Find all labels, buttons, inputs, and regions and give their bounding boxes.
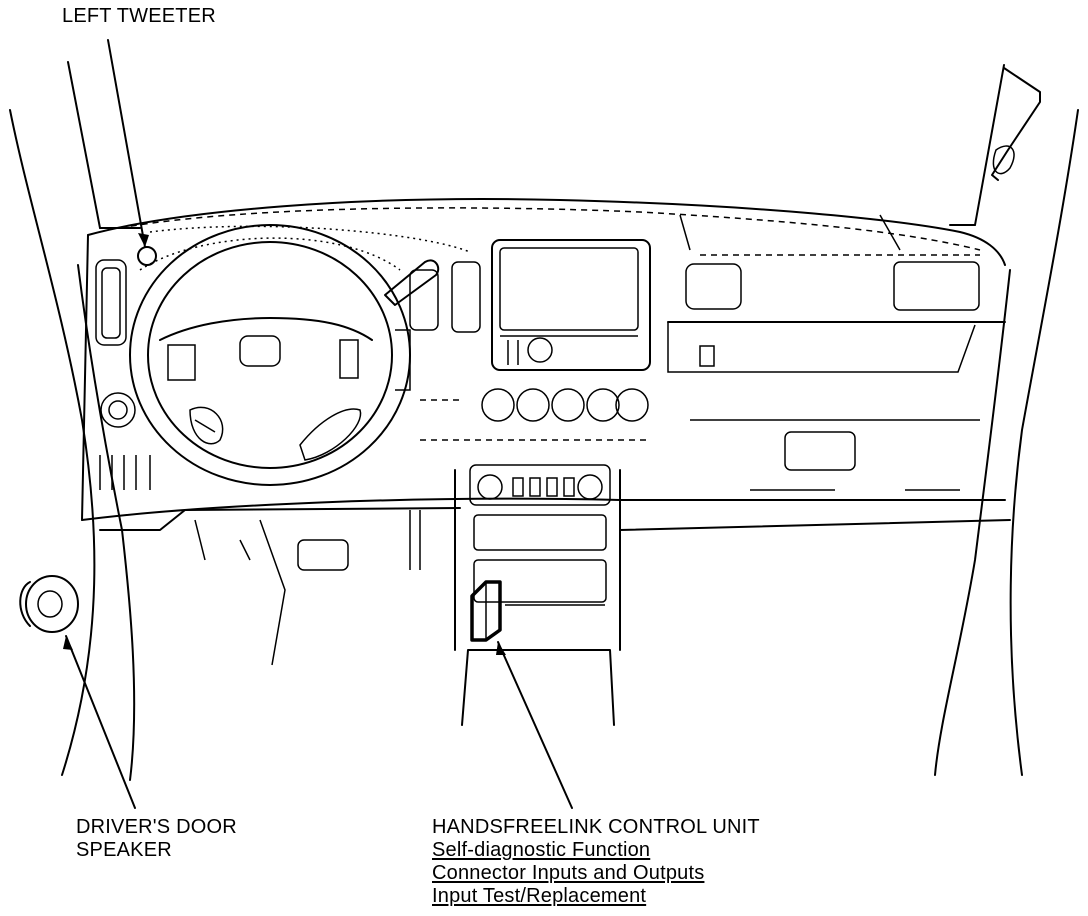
right-dash-vents	[685, 254, 980, 491]
left-tweeter-label: LEFT TWEETER	[62, 5, 216, 27]
handsfreelink-label-block: HANDSFREELINK CONTROL UNIT Self-diagnost…	[432, 816, 760, 908]
steering-wheel	[129, 224, 411, 486]
left-a-pillar	[9, 61, 141, 781]
leader-lines	[63, 39, 573, 809]
combination-switch-lever	[384, 259, 440, 306]
connector-inputs-outputs-link[interactable]: Connector Inputs and Outputs	[432, 862, 705, 884]
center-console	[454, 464, 621, 726]
dashboard-top	[81, 198, 1011, 531]
left-vents	[95, 259, 151, 490]
center-display	[491, 239, 651, 371]
drivers-door-speaker-line2: SPEAKER	[76, 839, 172, 861]
right-a-pillar	[934, 64, 1079, 776]
input-test-replacement-link[interactable]: Input Test/Replacement	[432, 885, 647, 907]
pedals	[194, 510, 421, 666]
gauge-vents	[395, 261, 481, 391]
drivers-door-speaker-part	[19, 575, 79, 633]
drivers-door-speaker-line1: DRIVER'S DOOR	[76, 816, 237, 838]
left-tweeter-part	[137, 246, 157, 266]
handsfreelink-control-unit-part	[470, 580, 502, 642]
handsfreelink-control-unit-label: HANDSFREELINK CONTROL UNIT	[432, 816, 760, 838]
self-diagnostic-function-link[interactable]: Self-diagnostic Function	[432, 839, 651, 861]
climate-knobs	[420, 388, 650, 441]
drivers-door-speaker-label: DRIVER'S DOOR SPEAKER	[76, 816, 237, 862]
